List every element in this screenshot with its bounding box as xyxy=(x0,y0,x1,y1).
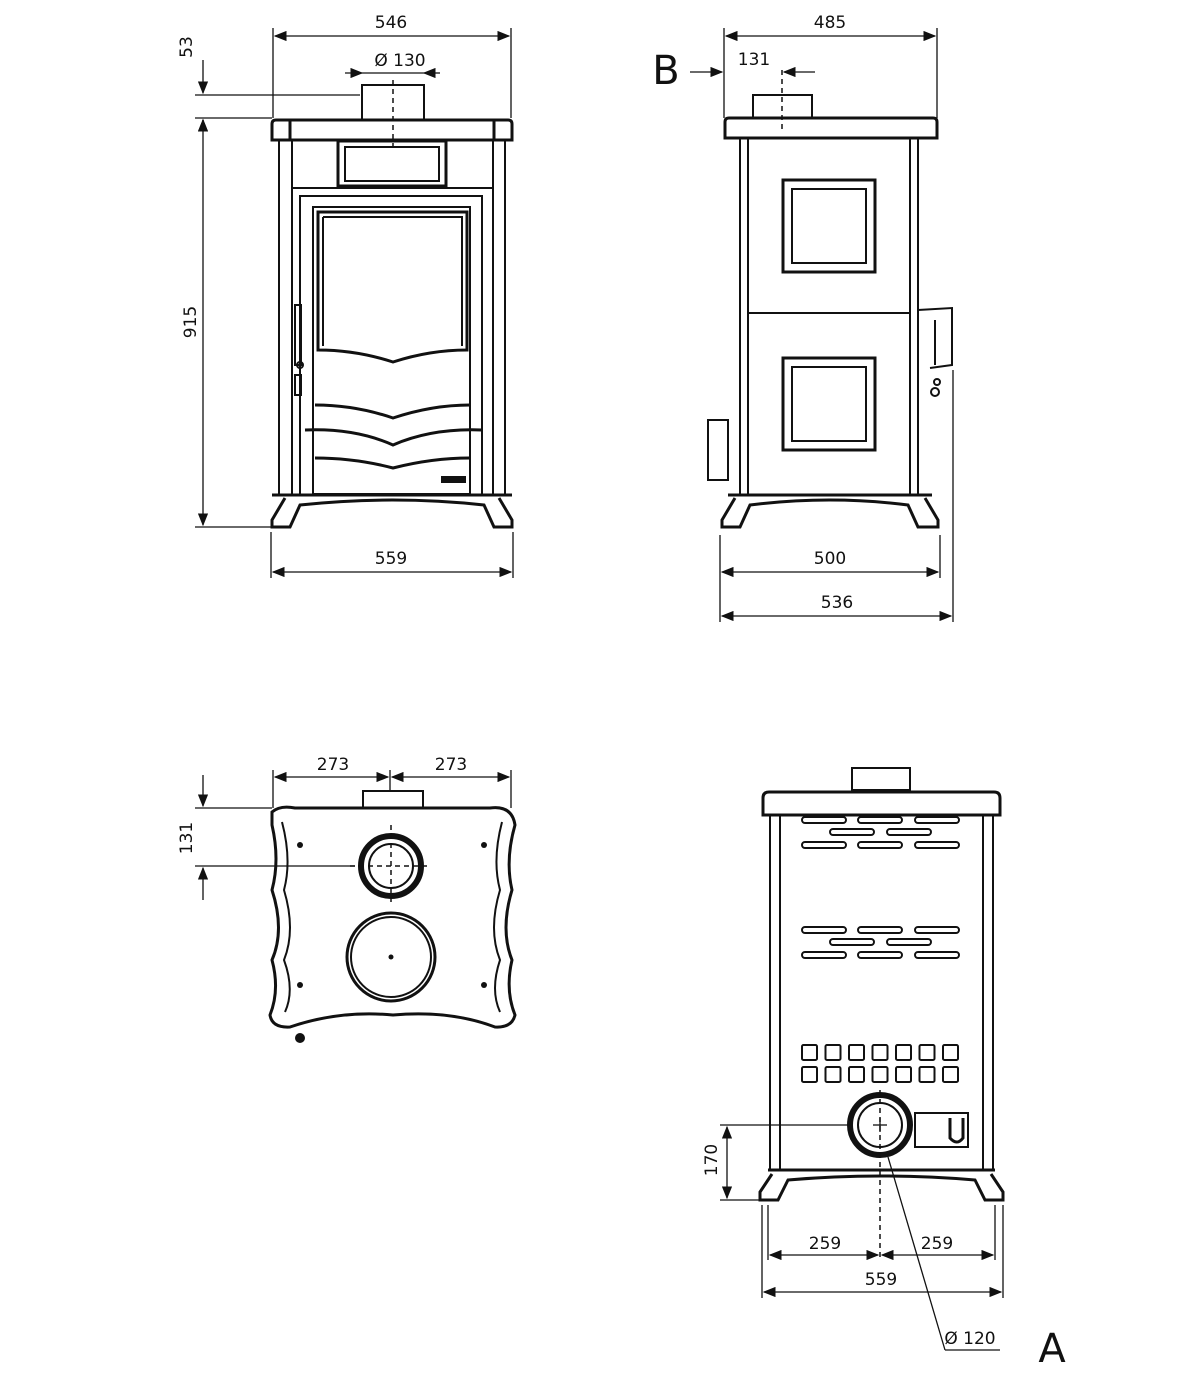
air-grid-cell xyxy=(871,1066,889,1083)
air-grid-cell xyxy=(801,1044,818,1061)
knob xyxy=(295,1033,305,1043)
dimension-half-widths: 259 259 xyxy=(767,1205,996,1261)
vent-slot xyxy=(801,951,847,959)
dimension-label: 170 xyxy=(702,1144,722,1176)
door-glass xyxy=(316,210,469,364)
door xyxy=(299,195,483,496)
top-plate xyxy=(723,116,939,140)
cooking-plate xyxy=(345,911,437,1003)
vent-slot xyxy=(914,951,960,959)
dimension-label: 259 xyxy=(809,1234,841,1254)
brand-plate xyxy=(441,476,466,483)
air-grid-cell xyxy=(942,1044,959,1061)
top-plate xyxy=(270,118,514,142)
vent-slot xyxy=(857,926,903,934)
dimension-flue-diameter: Ø 130 xyxy=(345,51,440,79)
vent-slot xyxy=(857,951,903,959)
top-plate xyxy=(761,790,1002,817)
front-view: 546 Ø 130 53 915 559 xyxy=(177,13,514,578)
flue-collar xyxy=(851,767,911,791)
base-feet xyxy=(270,493,514,529)
view-label-b: B xyxy=(652,48,679,94)
vent-slots xyxy=(801,816,960,959)
air-grid-cell xyxy=(895,1044,912,1061)
vent-slot xyxy=(914,926,960,934)
air-grid-cell xyxy=(871,1044,889,1061)
air-grid xyxy=(801,1044,959,1083)
air-grid-cell xyxy=(848,1044,865,1061)
base-feet xyxy=(758,1168,1005,1202)
air-grid-cell xyxy=(848,1066,865,1083)
top-panel xyxy=(336,139,448,188)
side-view: B 485 131 500 xyxy=(652,13,954,622)
dimension-label: 273 xyxy=(435,755,467,775)
label-box xyxy=(914,1112,969,1148)
air-grid-cell xyxy=(801,1066,818,1083)
dimension-label: 546 xyxy=(375,13,407,33)
dimension-width: 559 xyxy=(761,1205,1004,1298)
dimension-label: Ø 130 xyxy=(374,51,425,71)
dimension-width-base: 559 xyxy=(270,532,514,578)
vent-slot xyxy=(914,841,960,849)
dimension-label: 559 xyxy=(865,1270,897,1290)
dimension-height: 915 xyxy=(181,118,272,528)
dimension-label: 273 xyxy=(317,755,349,775)
vent-slot xyxy=(857,841,903,849)
air-grid-cell xyxy=(824,1066,842,1083)
side-handle xyxy=(917,306,953,369)
vent-slot xyxy=(857,816,903,824)
vent-slot xyxy=(829,828,875,836)
air-grid-cell xyxy=(918,1044,936,1061)
rear-view: 170 259 259 559 Ø 120 A xyxy=(702,767,1066,1372)
vent-slot xyxy=(886,828,932,836)
base-feet xyxy=(720,493,940,529)
air-grid-cell xyxy=(895,1066,912,1083)
dimension-flue-height: 53 xyxy=(177,36,360,132)
top-plate-outline xyxy=(268,805,517,1029)
dimension-label: 131 xyxy=(177,822,197,854)
vent-slot xyxy=(914,816,960,824)
dimension-label: 559 xyxy=(375,549,407,569)
top-view: 273 273 131 xyxy=(177,755,517,1043)
dimension-outlet-diameter: Ø 120 xyxy=(887,1156,1000,1351)
dimension-label: 485 xyxy=(814,13,846,33)
vent-slot xyxy=(829,938,875,946)
dimension-depth-feet: 500 xyxy=(719,535,941,622)
dimension-width-top: 485 xyxy=(723,13,938,118)
door-handle xyxy=(294,304,302,366)
u-mark xyxy=(948,1118,965,1144)
dimension-label: 536 xyxy=(821,593,853,613)
side-panel-lower xyxy=(781,356,877,452)
vent-slot xyxy=(801,816,847,824)
dimension-label: 131 xyxy=(738,50,770,70)
dimension-width-top: 546 xyxy=(272,13,512,118)
dimension-depth-total: 536 xyxy=(720,370,954,622)
air-inlet xyxy=(707,419,729,481)
dimension-outlet-height: 170 xyxy=(702,1124,850,1201)
dimension-flue-offset: 131 xyxy=(177,775,355,900)
vent-slot xyxy=(801,841,847,849)
dimension-label: 500 xyxy=(814,549,846,569)
vent-slot xyxy=(801,926,847,934)
air-grid-cell xyxy=(824,1044,842,1061)
air-grid-cell xyxy=(918,1066,936,1083)
dimension-label: Ø 120 xyxy=(944,1329,995,1349)
dimension-label: 915 xyxy=(181,306,201,338)
air-grid-cell xyxy=(942,1066,959,1083)
view-label-a: A xyxy=(1038,1326,1066,1372)
side-panel-upper xyxy=(781,178,877,274)
dimension-flue-offset: 131 xyxy=(690,50,815,78)
dimension-half-widths: 273 273 xyxy=(272,755,512,808)
dimension-label: 259 xyxy=(921,1234,953,1254)
vent-slot xyxy=(886,938,932,946)
dimension-label: 53 xyxy=(177,36,197,58)
